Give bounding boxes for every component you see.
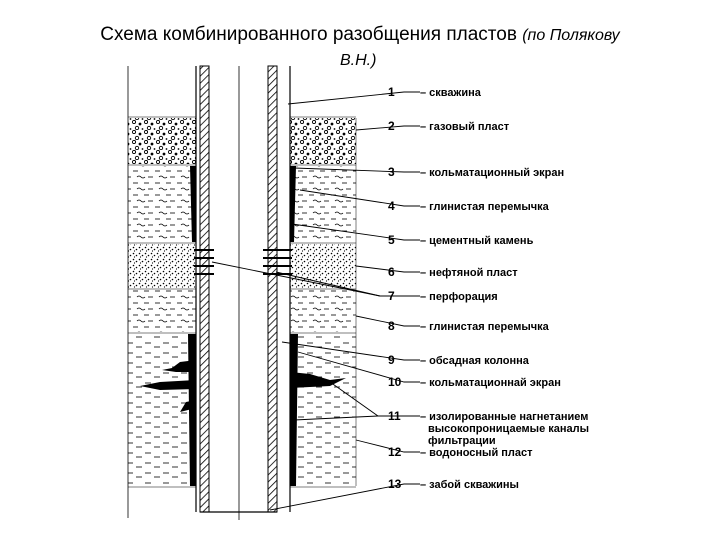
legend-number: 6 <box>388 265 395 279</box>
leader-lines <box>211 91 420 511</box>
diagram-title: Схема комбинированного разобщения пласто… <box>0 24 720 46</box>
legend-item-10: 10 – кольматационнай экран <box>388 375 561 389</box>
legend-item-8: 8 – глинистая перемычка <box>388 319 550 333</box>
legend-label-line2: высокопроницаемые каналы <box>428 423 589 435</box>
legend-label-line3: фильтрации <box>428 435 496 447</box>
legend-number: 9 <box>388 353 395 367</box>
left-channel-main <box>140 380 196 390</box>
casing-right-wall <box>267 65 278 513</box>
perforation <box>194 249 292 275</box>
legend-number: 11 <box>388 409 401 423</box>
legend-label: – кольматационнай экран <box>420 377 561 389</box>
title-author-part2: В.Н.) <box>340 52 377 69</box>
legend-label: – нефтяной пласт <box>420 267 518 279</box>
legend-item-6: 6 – нефтяной пласт <box>388 265 518 279</box>
legend-label: – скважина <box>420 87 482 99</box>
left-channel-upper <box>162 360 196 372</box>
legend-label: – глинистая перемычка <box>420 321 550 333</box>
legend-number: 12 <box>388 445 402 459</box>
legend-item-7: 7 – перфорация <box>388 289 498 303</box>
legend-number: 7 <box>388 289 395 303</box>
legend-number: 5 <box>388 233 395 247</box>
legend: 1 – скважина 2 – газовый пласт 3 – кольм… <box>388 85 589 491</box>
legend-label: – газовый пласт <box>420 121 510 133</box>
legend-label: – кольматационный экран <box>420 167 564 179</box>
legend-item-12: 12 – водоносный пласт <box>388 445 533 459</box>
legend-label: – глинистая перемычка <box>420 201 550 213</box>
legend-item-2: 2 – газовый пласт <box>388 119 510 133</box>
legend-item-5: 5 – цементный камень <box>388 233 534 247</box>
legend-label: – цементный камень <box>420 235 534 247</box>
legend-item-1: 1 – скважина <box>388 85 482 99</box>
legend-number: 4 <box>388 199 395 213</box>
right-channel-main <box>290 372 346 388</box>
legend-item-4: 4 – глинистая перемычка <box>388 199 550 213</box>
title-author-part1: (по Полякову <box>522 27 620 44</box>
legend-number: 3 <box>388 165 395 179</box>
legend-item-13: 13 – забой скважины <box>388 477 519 491</box>
legend-item-11: 11 – изолированные нагнетанием высокопро… <box>388 409 589 447</box>
legend-number: 1 <box>388 85 395 99</box>
legend-number: 2 <box>388 119 395 133</box>
legend-number: 10 <box>388 375 402 389</box>
casing-string <box>195 65 291 520</box>
legend-label: – обсадная колонна <box>420 355 530 367</box>
legend-label: – забой скважины <box>420 479 519 491</box>
legend-item-9: 9 – обсадная колонна <box>388 353 530 367</box>
legend-label: – перфорация <box>420 291 498 303</box>
legend-label: – водоносный пласт <box>420 447 533 459</box>
legend-number: 8 <box>388 319 395 333</box>
title-main: Схема комбинированного разобщения пласто… <box>100 24 517 45</box>
legend-item-3: 3 – кольматационный экран <box>388 165 564 179</box>
legend-number: 13 <box>388 477 402 491</box>
legend-label-line1: – изолированные нагнетанием <box>420 411 588 423</box>
casing-left-wall <box>199 65 210 513</box>
colmatation-screens <box>140 166 346 486</box>
